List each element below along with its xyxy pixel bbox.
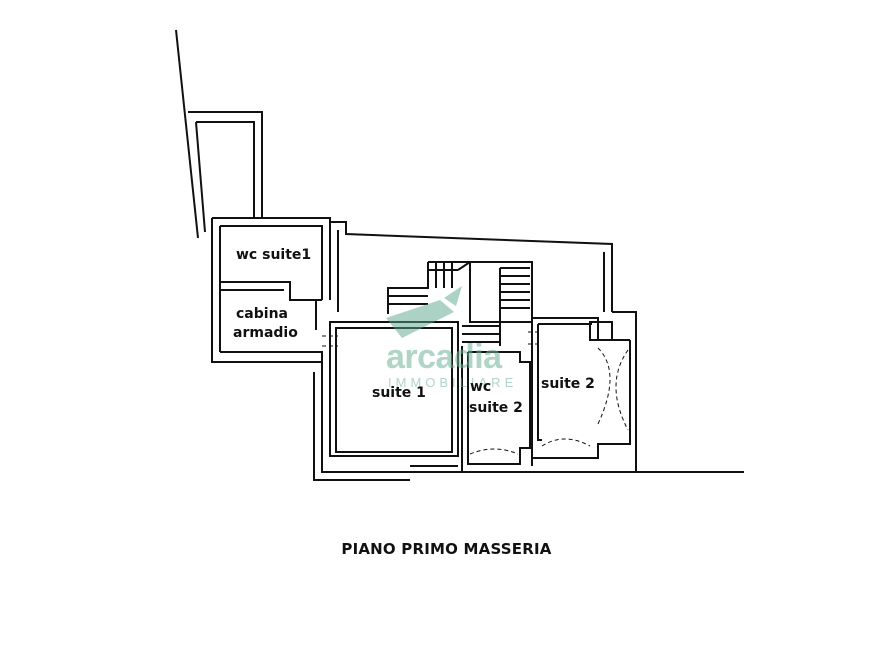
watermark-brand: arcadia	[386, 338, 502, 376]
room-label-wc-suite2: suite 2	[469, 400, 523, 416]
plan-caption: PIANO PRIMO MASSERIA	[341, 540, 552, 558]
room-label-suite1: suite 1	[372, 385, 426, 401]
room-label-suite2: suite 2	[541, 376, 595, 392]
door-swings	[322, 331, 629, 455]
room-label-armadio: armadio	[233, 325, 298, 341]
watermark-tagline: IMMOBILIARE	[388, 375, 518, 390]
watermark-logo-icon	[386, 286, 462, 338]
room-label-cabina: cabina	[236, 306, 288, 322]
room-label-wc: wc	[470, 379, 492, 395]
walls	[175, 29, 744, 481]
room-label-wc-suite1: wc suite1	[236, 247, 312, 263]
